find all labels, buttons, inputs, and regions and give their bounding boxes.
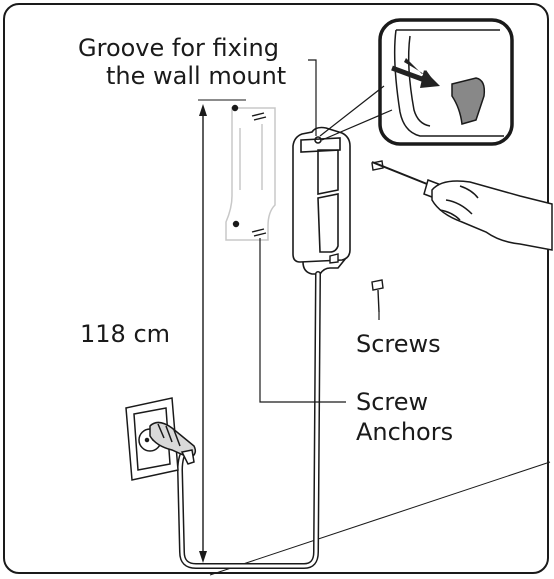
height-label: 118 cm (80, 320, 171, 348)
groove-label-line2: the wall mount (106, 62, 287, 90)
anchors-leader (259, 238, 346, 403)
anchors-label-line1: Screw (356, 388, 429, 416)
power-cable (176, 271, 321, 569)
height-dimension (198, 99, 246, 563)
inset-callout-lines (319, 85, 393, 141)
groove-label-line1: Groove for fixing (78, 34, 279, 62)
wall-mount-ghost (225, 107, 276, 241)
screw-anchors (231, 104, 267, 237)
floor-wall-edge (209, 461, 551, 576)
screws (329, 160, 384, 313)
leader-lines (259, 59, 380, 403)
groove-leader (308, 59, 317, 136)
screws-label: Screws (356, 330, 441, 358)
detail-inset (378, 18, 514, 146)
anchors-label-line2: Anchors (356, 418, 454, 446)
power-plug (149, 421, 197, 465)
hand (431, 180, 553, 251)
wall-mount (292, 126, 351, 275)
